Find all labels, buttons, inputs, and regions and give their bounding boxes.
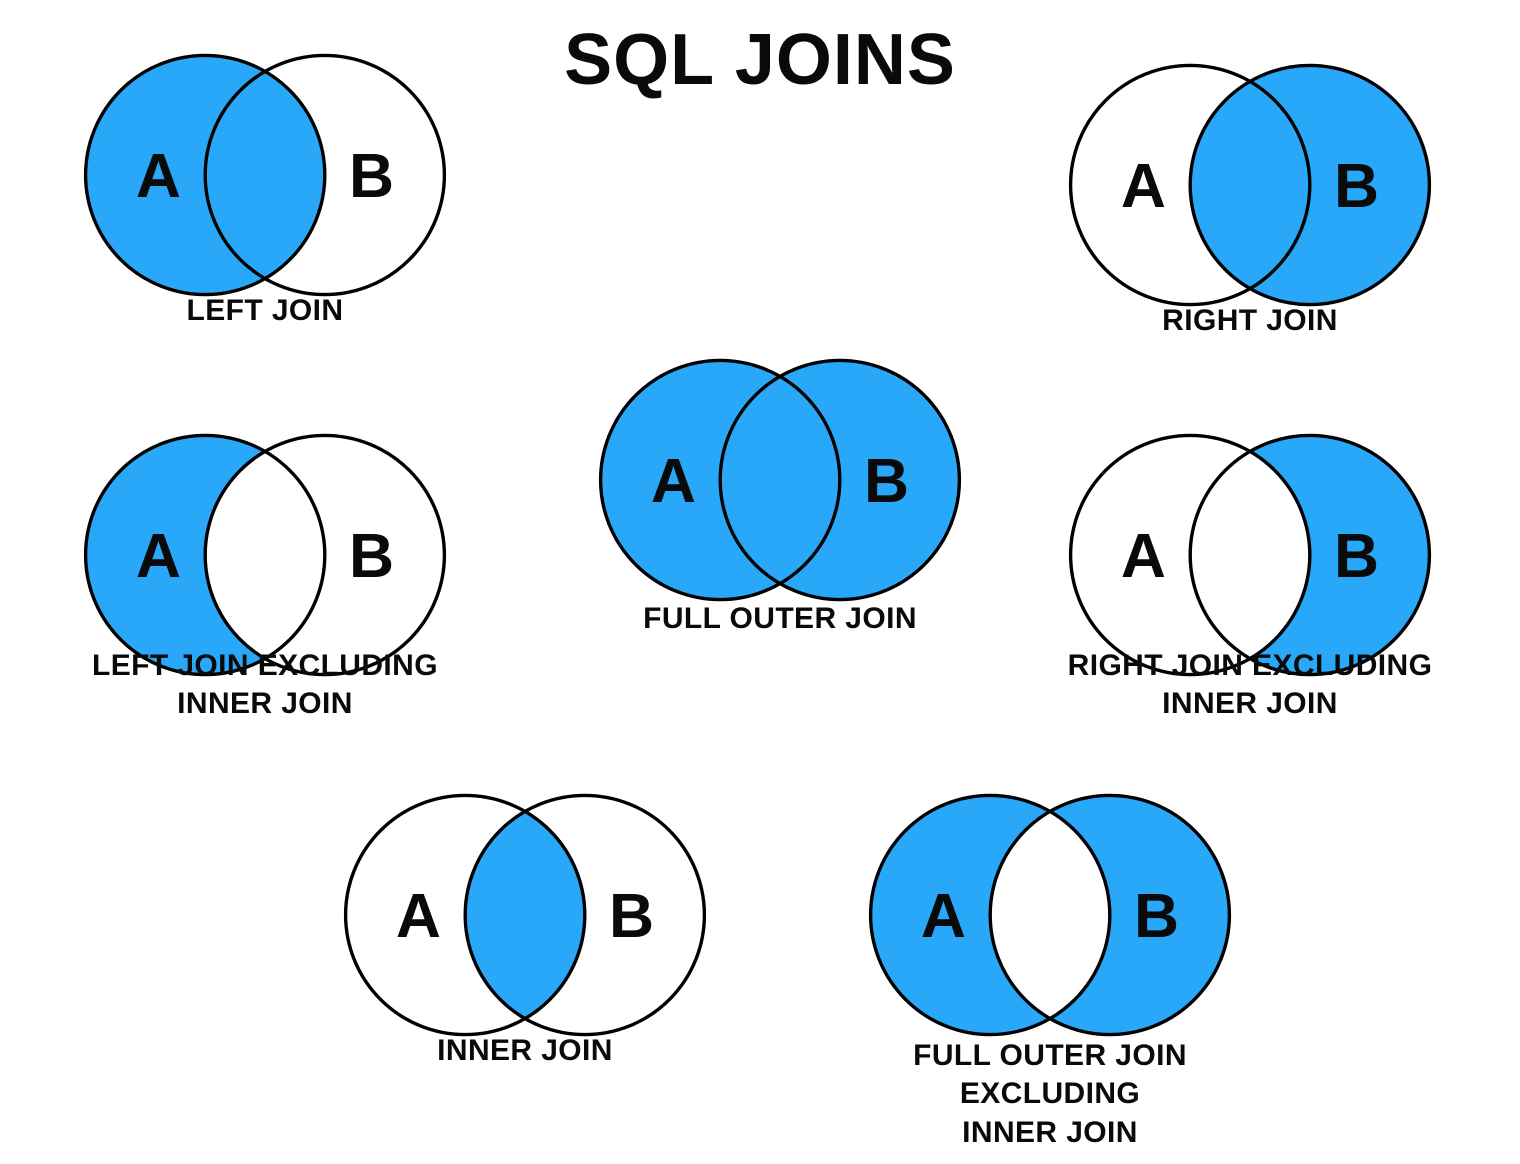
venn-label-left-join-excluding-inner-join: LEFT JOIN EXCLUDING INNER JOIN <box>92 649 438 721</box>
page-title: SQL JOINS <box>564 20 956 100</box>
set-letter-a: A <box>1121 522 1166 591</box>
set-letter-b: B <box>349 142 394 211</box>
set-letter-a: A <box>1121 152 1166 221</box>
set-letter-a: A <box>651 447 696 516</box>
venn-label-right-join-excluding-inner-join: RIGHT JOIN EXCLUDING INNER JOIN <box>1067 649 1433 721</box>
set-letter-b: B <box>1134 882 1179 951</box>
set-letter-b: B <box>1334 522 1379 591</box>
set-letter-b: B <box>609 882 654 951</box>
venn-label-inner-join: INNER JOIN <box>437 1034 613 1067</box>
set-letter-a: A <box>136 142 181 211</box>
set-letter-a: A <box>136 522 181 591</box>
set-letter-b: B <box>864 447 909 516</box>
set-letter-a: A <box>921 882 966 951</box>
venn-label-full-outer-join-excluding-inner-join: FULL OUTER JOIN EXCLUDING INNER JOIN <box>913 1039 1187 1149</box>
set-letter-a: A <box>396 882 441 951</box>
venn-label-right-join: RIGHT JOIN <box>1162 304 1338 337</box>
venn-label-left-join: LEFT JOIN <box>186 294 344 327</box>
venn-label-full-outer-join: FULL OUTER JOIN <box>643 602 917 635</box>
set-letter-b: B <box>1334 152 1379 221</box>
set-letter-b: B <box>349 522 394 591</box>
